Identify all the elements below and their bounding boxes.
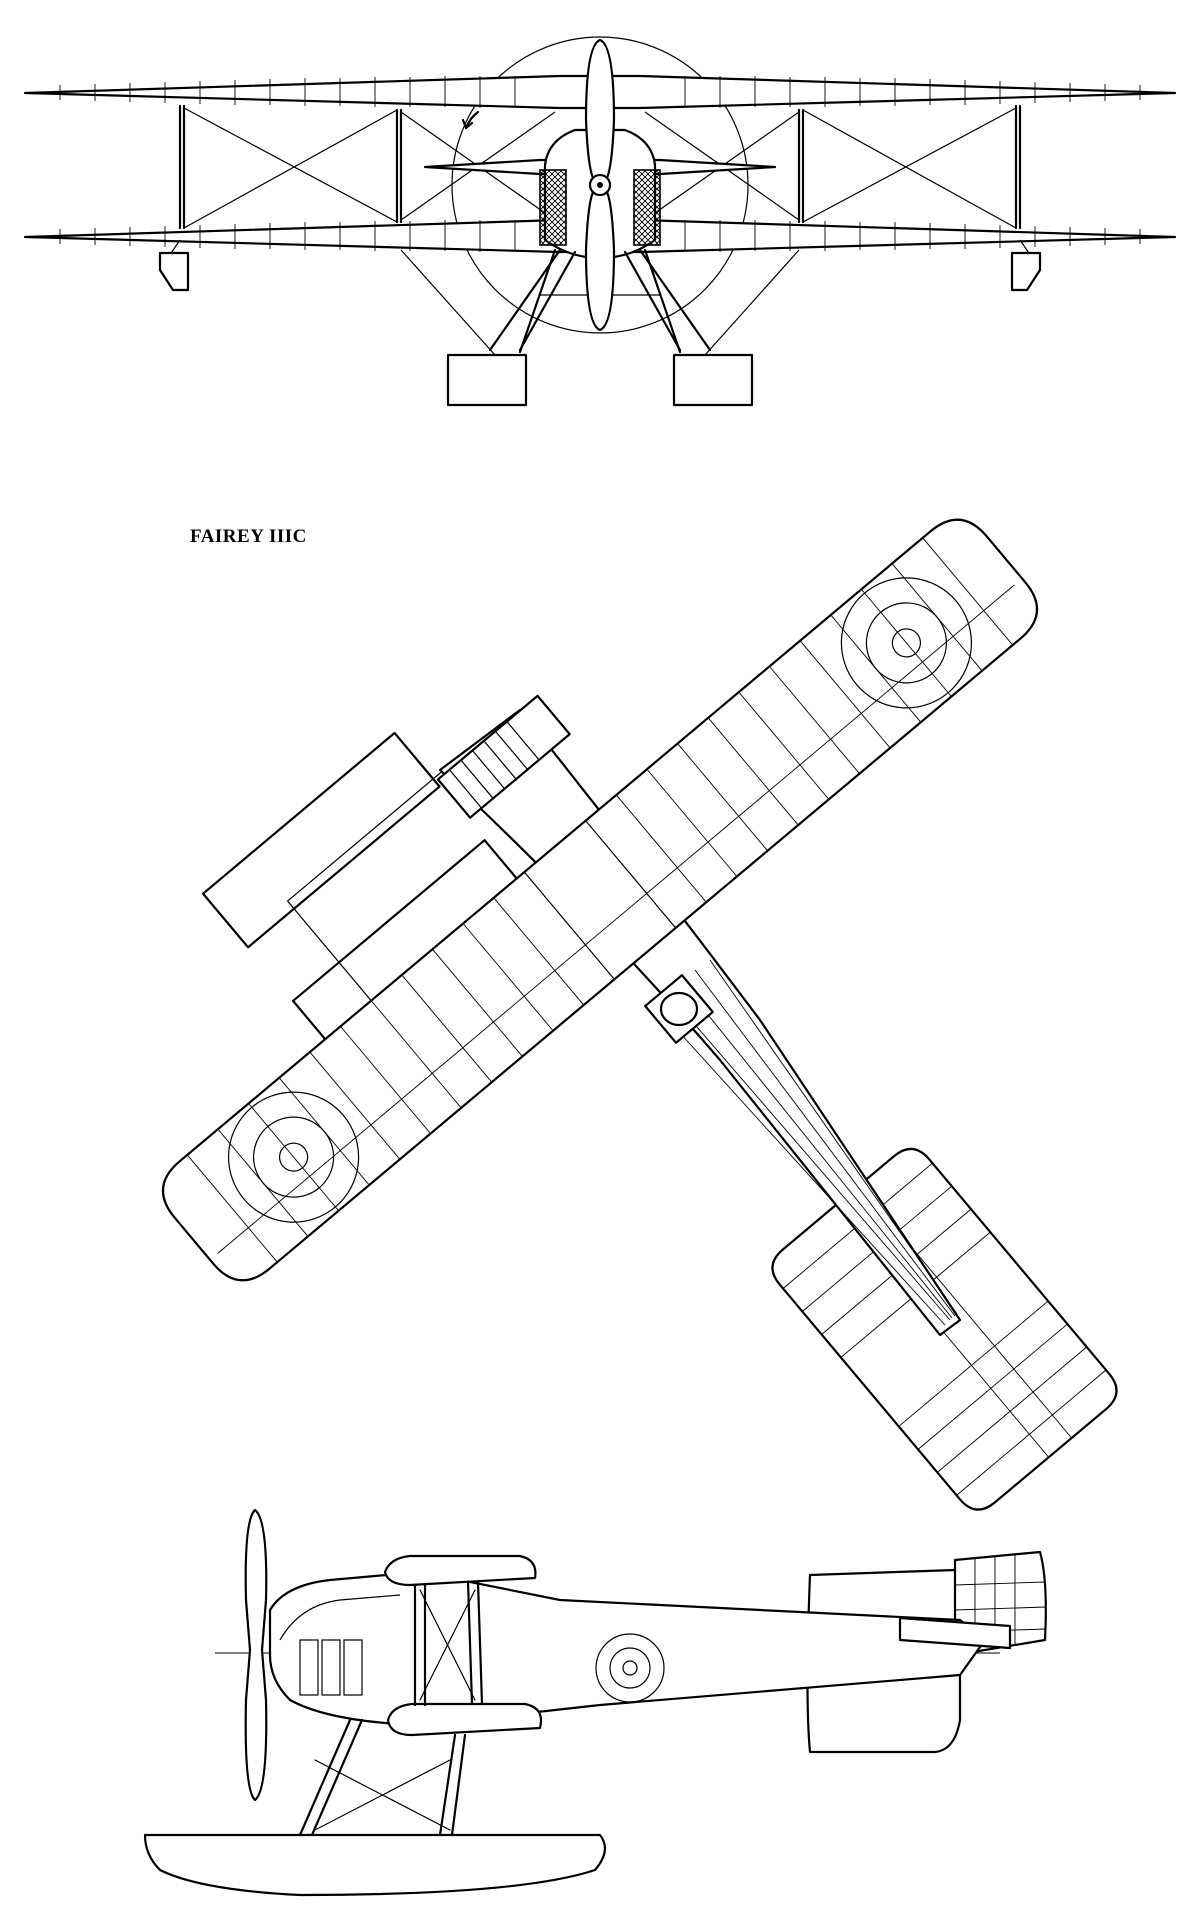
tailplane-side [898, 1616, 1012, 1650]
cockpit-opening [659, 991, 699, 1027]
float-left [446, 353, 528, 407]
diagram-title: FAIREY IIIC [190, 526, 307, 547]
lower-wing-side [386, 1702, 543, 1737]
wing-plan [161, 518, 1039, 1282]
upper-wing-side [383, 1554, 537, 1587]
wingtip-float-left [158, 251, 190, 292]
radiator-left [539, 169, 567, 246]
side-view [143, 1508, 1047, 1897]
interplane-struts [178, 104, 1022, 230]
cockpit-plan [644, 974, 714, 1044]
upper-wing-ribs [59, 76, 1141, 108]
wing-struts-side [413, 1580, 484, 1707]
wingtip-float-right [1010, 251, 1042, 292]
main-float [143, 1833, 607, 1897]
front-view [23, 36, 1177, 407]
fuselage-stringers [649, 959, 958, 1326]
plan-view [161, 518, 1118, 1511]
propeller-disc [451, 36, 749, 334]
engine-plan [436, 694, 571, 819]
lower-wing-ribs [59, 220, 1141, 252]
float-struts-side [298, 1718, 467, 1837]
direction-arrow [461, 110, 480, 130]
floats-plan [201, 731, 568, 1056]
spinner-bolt [597, 182, 603, 188]
fuselage-roundel [595, 1633, 665, 1703]
float-right [672, 353, 754, 407]
radiator-right [633, 169, 661, 246]
engine-cowl [279, 1594, 401, 1696]
propeller-side [244, 1508, 268, 1802]
